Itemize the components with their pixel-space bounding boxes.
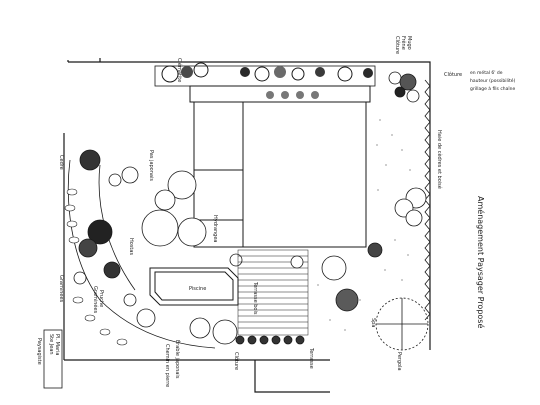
pergola [375, 297, 429, 351]
cartouche-line-3: Paysagiste [36, 338, 42, 365]
note-top-right-2: en métal 6' de [470, 69, 503, 76]
label-bottom-left-c: Érable japonais [174, 340, 182, 379]
label-right-hedge: Haie de cèdres et boisé [436, 130, 443, 189]
note-top-right-4: grillage à fils chaîne [470, 85, 516, 92]
label-bottom-left-b: Pruche [98, 290, 104, 307]
label-top-right-2: Frêne [400, 36, 407, 50]
right-trees [394, 187, 427, 227]
label-top-left: Clématite [176, 58, 183, 82]
left-curved-bed [67, 149, 243, 349]
label-bottom-mid-c: Terrasse [308, 347, 314, 369]
cartouche-line-1: Ste Jean [48, 334, 54, 355]
bottom-hedge [235, 335, 305, 345]
pool [149, 267, 239, 306]
label-bottom-right-a: Spa [370, 318, 376, 327]
label-top-right-3: Mugo [406, 36, 412, 50]
house-footprint [189, 85, 371, 248]
label-bottom-right-b: Pergola [396, 352, 402, 371]
label-left-path: Pas japonais [148, 150, 154, 181]
label-mid-center: Hostas [128, 238, 134, 255]
note-top-right-3: hauteur (possibilité) [470, 77, 516, 84]
lawn-stipple [317, 119, 411, 331]
drawing-title: Aménagement Paysager Proposé [476, 196, 486, 328]
title-block: Ste Jean Pl. Maria Paysagiste [36, 329, 63, 389]
note-top-right-1: Clôture [444, 71, 462, 78]
plan-labels: Clématite Clôture Frêne Mugo Clôture en … [58, 36, 516, 387]
label-top-right-1: Clôture [394, 36, 401, 54]
cartouche-line-2: Pl. Maria [54, 334, 60, 355]
label-left-upper: Cèdre [58, 155, 65, 170]
stepping-stones [64, 188, 128, 346]
top-planting-bed [154, 62, 376, 99]
spa-and-trees [290, 242, 383, 312]
label-bottom-mid-b: Clôture [233, 352, 240, 370]
label-bottom-mid-a: Chemin en pierre [164, 344, 170, 387]
label-mid-left: Hydrangea [212, 215, 218, 243]
label-left-grass: Graminées [58, 275, 65, 303]
label-deck: Terrasse bois [252, 281, 258, 315]
label-bottom-left-a: Graminées [92, 286, 99, 314]
label-pool: Piscine [189, 286, 206, 292]
